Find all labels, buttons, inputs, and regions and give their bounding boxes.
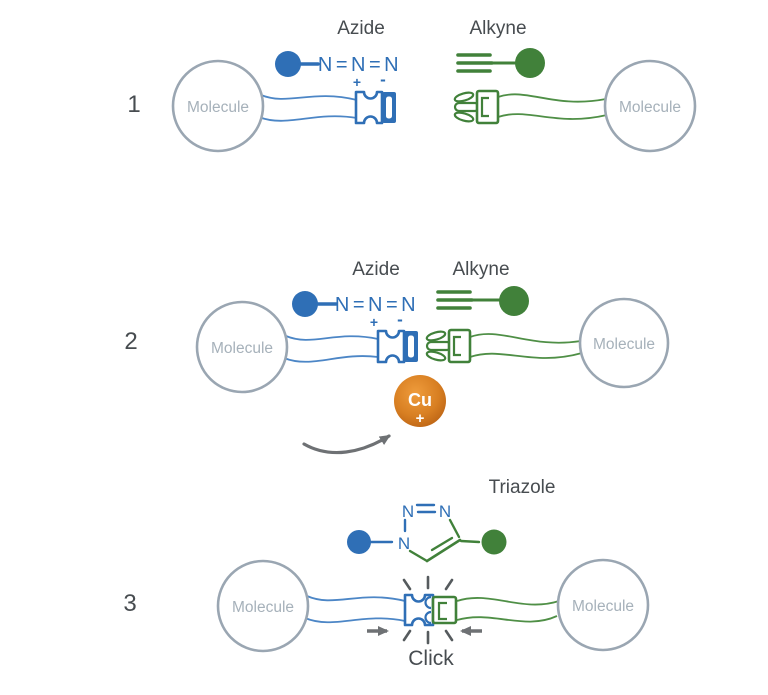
blue-strap-line [283,355,379,363]
blue-strap-line [304,617,406,624]
triazole-title: Triazole [489,477,556,498]
blue-strap-line [258,115,358,122]
molecule-label: Molecule [593,336,655,353]
female-buckle-slit [386,96,392,119]
plus-charge: + [370,314,378,330]
click-spark [444,578,454,591]
male-buckle-prong [453,111,475,123]
molecule-circle [556,558,650,652]
ring-bond-green [459,539,481,544]
female-buckle-icon [376,329,406,364]
male-buckle-center-prong [453,101,481,113]
alkyne-dot-icon [515,48,545,78]
click-label: Click [408,647,454,670]
azide-title-2: Azide [352,259,400,280]
step-number-1: 1 [127,91,140,118]
ring-nitrogen-3: N [439,502,451,521]
female-buckle-latch [424,610,432,625]
ring-nitrogen-1: N [398,534,410,553]
azide-formula: N=N=N [335,294,419,316]
molecule-label: Molecule [187,99,249,116]
green-strap-line [497,93,607,103]
male-buckle-bracket [452,335,461,357]
male-buckle-prong [425,330,447,342]
male-buckle-prong [425,350,447,362]
male-buckle-prong [453,91,475,103]
alkyne-title-2: Alkyne [452,259,509,280]
green-strap-line [456,597,560,606]
alkyne-dot-icon [499,286,529,316]
minus-charge: - [380,70,386,89]
minus-charge: - [397,310,403,329]
ring-double-bond-green [425,538,462,563]
female-buckle-slit [408,335,414,358]
molecule-circle [603,59,697,153]
alkyne-dot-icon [481,529,507,555]
plus-charge: + [353,74,361,90]
click-spark [402,578,412,591]
molecule-circle [578,297,670,389]
blue-strap-line [260,94,358,101]
male-buckle-bracket [480,96,489,118]
click-spark [444,629,454,642]
male-buckle-bracket [437,601,447,621]
panel-step-1: 1 Azide Alkyne Molecule Molecule N=N=N +… [127,18,697,153]
male-buckle-icon [475,89,500,125]
molecule-label: Molecule [232,599,294,616]
green-strap-line [456,615,558,623]
male-buckle-center-prong [425,340,453,352]
copper-catalyst-icon [394,375,446,427]
green-strap-line [497,113,608,120]
green-strap-line [469,333,582,344]
green-strap-line [469,352,583,359]
azide-title-1: Azide [337,18,385,39]
ring-bond-green [448,518,461,539]
ring-bond-green [408,549,429,563]
copper-charge: + [416,410,425,427]
male-buckle-icon [447,328,472,364]
azide-dot-icon [292,291,318,317]
molecule-circle [195,300,289,394]
azide-formula: N=N=N [318,54,402,76]
panel-step-3: 3 Triazole Molecule Molecule N N N [123,477,650,670]
molecule-circle [171,59,265,153]
molecule-label: Molecule [572,598,634,615]
molecule-label: Molecule [619,99,681,116]
click-spark [402,629,412,642]
catalyst-arrow-icon [302,434,391,455]
ring-nitrogen-2: N [402,502,414,521]
panel-step-2: 2 Azide Alkyne Molecule Molecule N=N=N +… [124,259,670,455]
female-buckle-latch [424,595,432,610]
azide-dot-icon [275,51,301,77]
blue-strap-line [306,595,406,602]
step-number-3: 3 [123,590,136,617]
blue-strap-line [285,335,379,341]
molecule-label: Molecule [211,340,273,357]
copper-symbol: Cu [408,390,432,410]
alkyne-title-1: Alkyne [469,18,526,39]
molecule-circle [216,559,310,653]
azide-dot-icon [347,530,371,554]
female-buckle-icon [354,90,384,125]
ring-double-bond-green [430,536,454,552]
step-number-2: 2 [124,328,137,355]
